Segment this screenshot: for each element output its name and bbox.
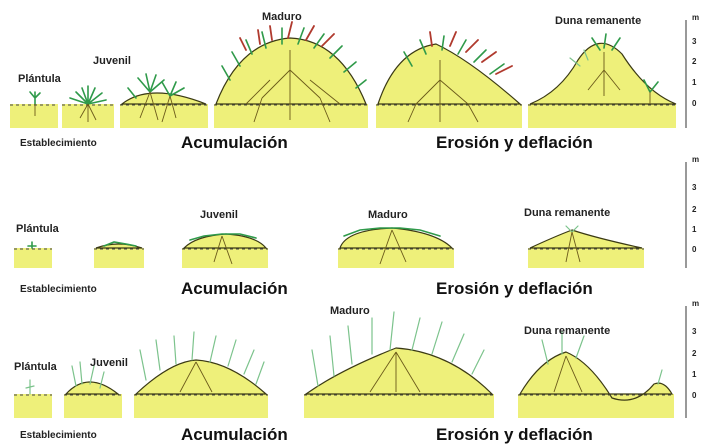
stage-label-remanente: Duna remanente	[555, 15, 641, 27]
axis-tick: 3	[692, 183, 697, 192]
phase-establecimiento: Establecimiento	[20, 430, 97, 441]
sand-base-maduro	[304, 394, 494, 418]
mound-juvenil	[66, 382, 118, 394]
height-axis: m 3 2 1 0	[686, 13, 699, 128]
sand-base-maduro	[214, 104, 368, 128]
axis-tick: 0	[692, 245, 697, 254]
mound-erosion	[378, 44, 520, 104]
axis-unit: m	[692, 13, 699, 22]
stage-label-juvenil: Juvenil	[200, 209, 238, 221]
phase-erosion: Erosión y deflación	[436, 279, 593, 298]
sand-base-remanente	[528, 248, 644, 268]
height-axis: m 3 2 1 0	[686, 155, 699, 268]
sand-base-juvenil-2	[134, 394, 268, 418]
axis-tick: 2	[692, 205, 697, 214]
stage-label-juvenil: Juvenil	[90, 357, 128, 369]
sand-base-juvenil-1	[94, 248, 144, 268]
sand-base-plantula	[10, 104, 58, 128]
sand-base-juvenil-2	[182, 248, 268, 268]
phase-acumulacion: Acumulación	[181, 279, 288, 298]
stage-label-remanente: Duna remanente	[524, 207, 610, 219]
phase-erosion: Erosión y deflación	[436, 425, 593, 444]
stage-label-plantula: Plántula	[18, 73, 62, 85]
sand-base-erosion	[376, 104, 522, 128]
axis-unit: m	[692, 299, 699, 308]
stage-label-remanente: Duna remanente	[524, 325, 610, 337]
axis-unit: m	[692, 155, 699, 164]
phase-acumulacion: Acumulación	[181, 133, 288, 152]
axis-tick: 2	[692, 57, 697, 66]
row-2: Plántula Juvenil Maduro Duna remanente E…	[14, 155, 699, 298]
stage-label-juvenil: Juvenil	[93, 55, 131, 67]
phase-erosion: Erosión y deflación	[436, 133, 593, 152]
stage-label-plantula: Plántula	[14, 361, 58, 373]
sand-base-remanente	[528, 104, 676, 128]
phase-establecimiento: Establecimiento	[20, 138, 97, 149]
axis-tick: 0	[692, 99, 697, 108]
sand-base-plantula	[14, 248, 52, 268]
axis-tick: 1	[692, 370, 697, 379]
axis-tick: 1	[692, 78, 697, 87]
stage-label-maduro: Maduro	[368, 209, 408, 221]
row-3: Plántula Juvenil Maduro Duna remanente E…	[14, 299, 699, 444]
axis-tick: 2	[692, 349, 697, 358]
phase-establecimiento: Establecimiento	[20, 284, 97, 295]
phase-acumulacion: Acumulación	[181, 425, 288, 444]
axis-tick: 3	[692, 37, 697, 46]
axis-tick: 0	[692, 391, 697, 400]
mound-juvenil-2	[184, 234, 266, 248]
stage-label-plantula: Plántula	[16, 223, 60, 235]
sand-base-juvenil-1	[64, 394, 122, 418]
axis-tick: 1	[692, 225, 697, 234]
mound-acumulacion	[136, 360, 266, 394]
axis-tick: 3	[692, 327, 697, 336]
stage-label-maduro: Maduro	[330, 305, 370, 317]
row-1: Plántula Juvenil Maduro Duna remanente E…	[10, 11, 699, 152]
mound-remanente	[530, 43, 676, 104]
sand-base-remanente	[518, 394, 674, 418]
height-axis: m 3 2 1 0	[686, 299, 699, 418]
sand-base-maduro	[338, 248, 454, 268]
mound-juvenil	[122, 93, 206, 104]
stage-label-maduro: Maduro	[262, 11, 302, 23]
mound-remanente	[530, 230, 642, 248]
mound-remanente	[520, 352, 672, 400]
sand-base-plantula	[14, 394, 52, 418]
